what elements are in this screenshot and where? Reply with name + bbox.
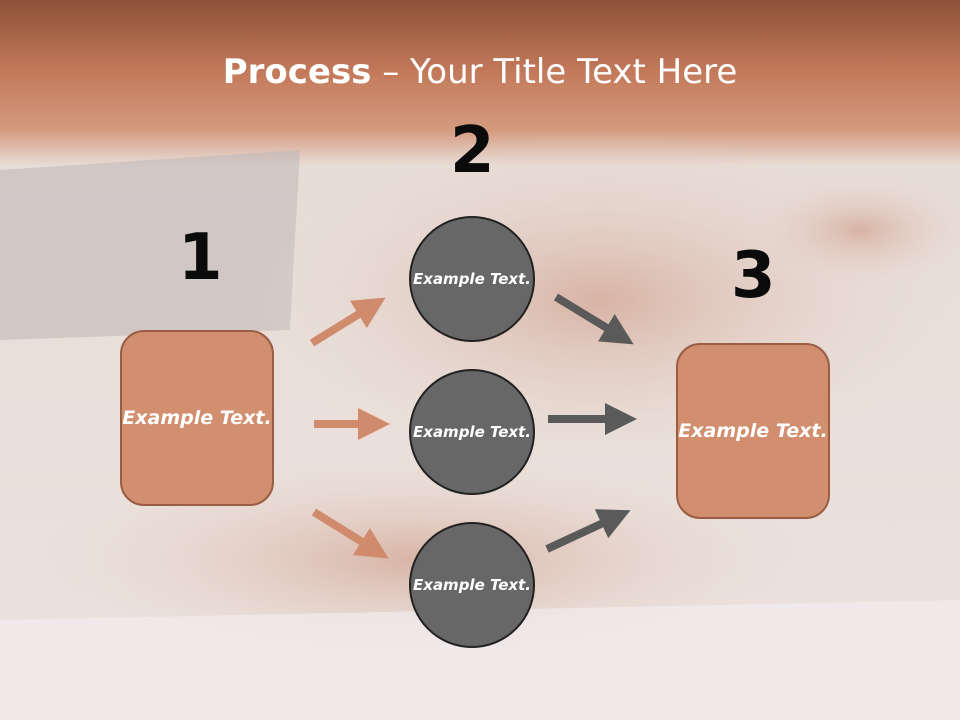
step3-box: Example Text.	[676, 343, 830, 519]
title-bold: Process	[222, 52, 372, 92]
arrow-down-right	[553, 293, 634, 345]
arrow-up-right	[545, 509, 631, 553]
step-number-1: 1	[178, 221, 223, 295]
step1-text: Example Text.	[122, 406, 272, 429]
step2-circle-top: Example Text.	[409, 216, 535, 342]
step2-circle-bottom: Example Text.	[409, 522, 535, 648]
slide-title: Process – Your Title Text Here	[0, 52, 960, 92]
circle-text: Example Text.	[413, 422, 531, 441]
arrow-down-left	[311, 508, 389, 559]
step2-circle-middle: Example Text.	[409, 369, 535, 495]
step-number-2: 2	[450, 114, 495, 188]
step-number-3: 3	[731, 239, 776, 313]
step3-text: Example Text.	[678, 419, 828, 442]
title-rest: – Your Title Text Here	[371, 52, 738, 92]
circle-text: Example Text.	[413, 575, 531, 594]
arrow-up-left	[309, 297, 386, 347]
step1-box: Example Text.	[120, 330, 274, 506]
circle-text: Example Text.	[413, 269, 531, 288]
